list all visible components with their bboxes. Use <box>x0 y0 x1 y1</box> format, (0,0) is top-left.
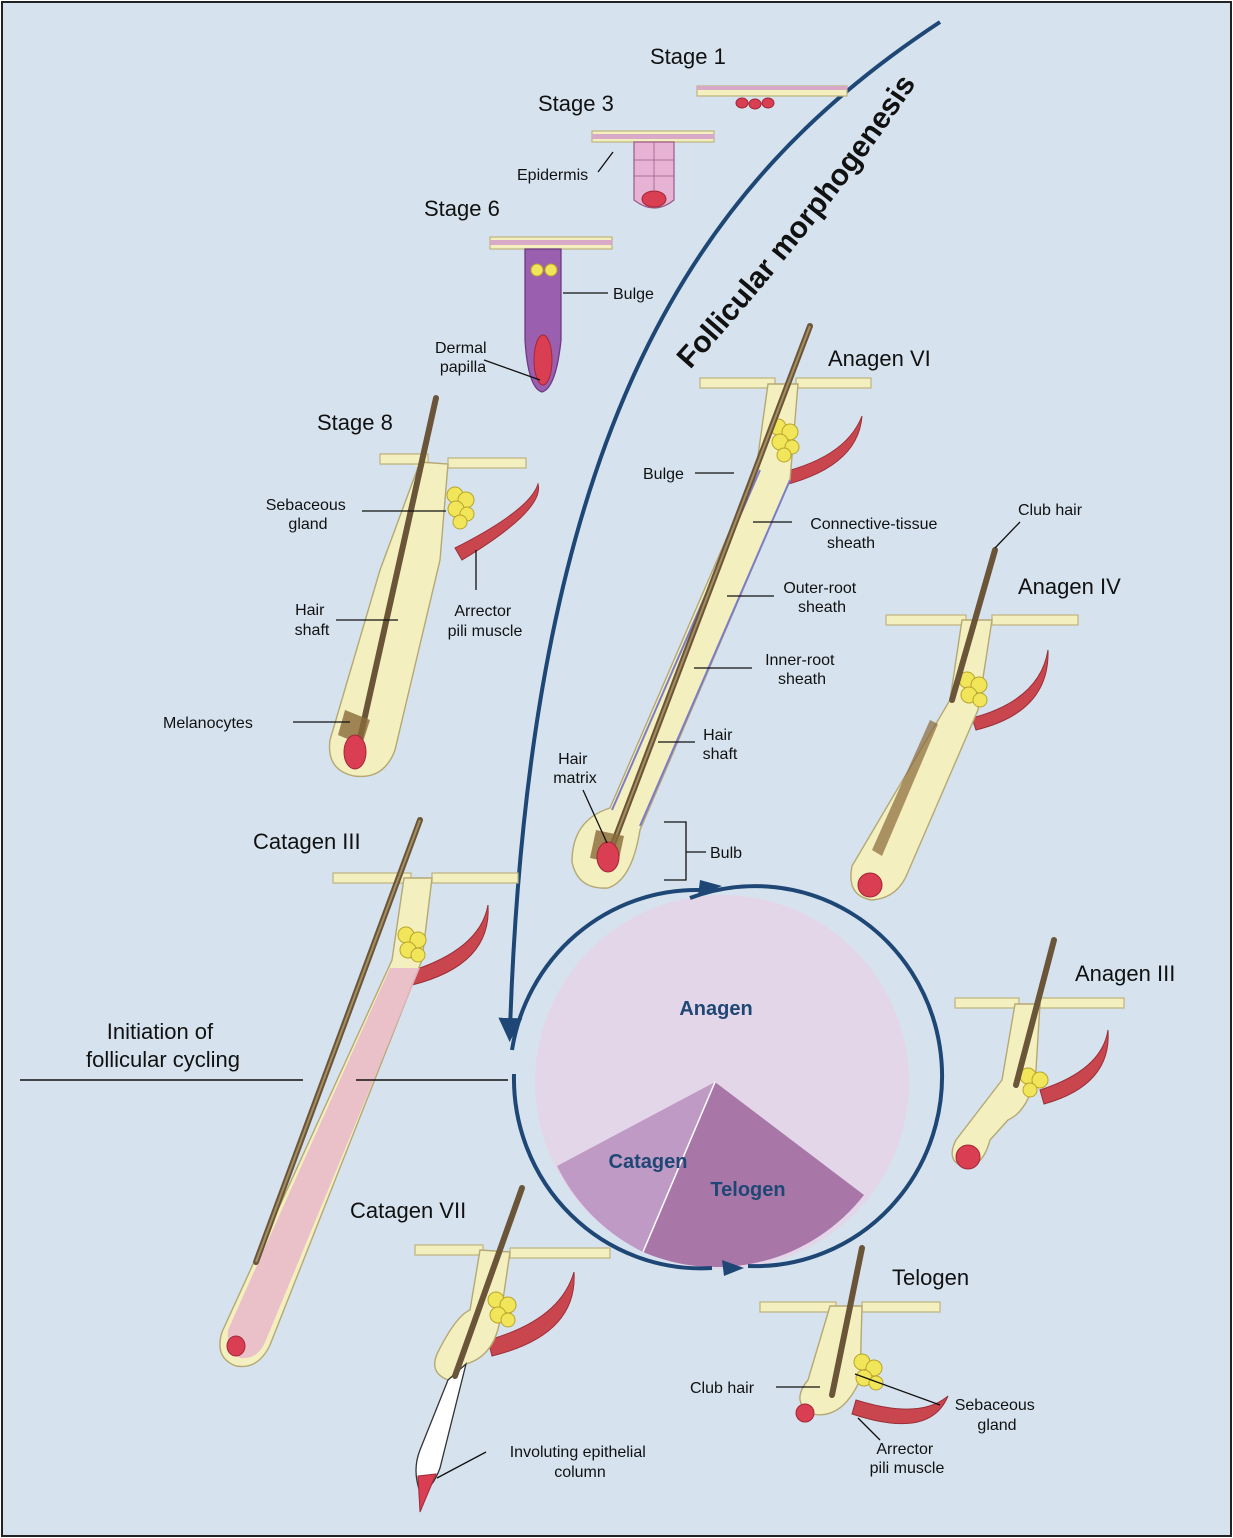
stage3-label: Stage 3 <box>538 91 614 116</box>
anagen4-label: Anagen IV <box>1018 574 1121 599</box>
anagen-label: Anagen <box>679 998 752 1020</box>
melanocytes-label: Melanocytes <box>163 715 253 732</box>
telogen-stage-label: Telogen <box>892 1265 969 1290</box>
bulb-label: Bulb <box>710 845 742 862</box>
catagen7-label: Catagen VII <box>350 1198 466 1223</box>
club-hair-anagen4-label: Club hair <box>1018 502 1083 519</box>
club-hair-telogen-label: Club hair <box>690 1380 755 1397</box>
bulge-stage6-label: Bulge <box>613 286 654 303</box>
epidermis-label: Epidermis <box>517 167 588 184</box>
cycle-pie <box>535 895 909 1269</box>
bulge-anagen6-label: Bulge <box>643 466 684 483</box>
stage6-label: Stage 6 <box>424 196 500 221</box>
stage8-label: Stage 8 <box>317 410 393 435</box>
anagen6-label: Anagen VI <box>828 346 931 371</box>
telogen-label: Telogen <box>710 1179 785 1201</box>
catagen-label: Catagen <box>609 1151 688 1173</box>
anagen3-label: Anagen III <box>1075 961 1175 986</box>
catagen3-label: Catagen III <box>253 829 361 854</box>
stage1-label: Stage 1 <box>650 44 726 69</box>
